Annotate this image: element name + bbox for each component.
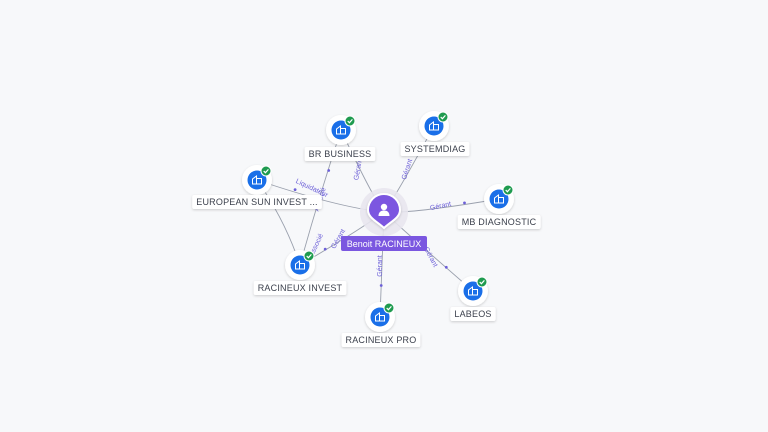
person-node[interactable]: Benoit RACINEUX (341, 188, 427, 251)
verified-check-icon (303, 250, 315, 262)
person-name-badge (341, 236, 427, 251)
company-label-bg (400, 142, 470, 156)
edge-arrow (379, 284, 383, 287)
building-icon (375, 312, 385, 322)
edge-label: Gérant (401, 158, 414, 181)
verified-check-icon (344, 115, 356, 127)
person-icon (378, 203, 390, 216)
company-name: SYSTEMDIAG (404, 144, 465, 154)
edge-arrow (463, 201, 466, 205)
company-label-bg (457, 215, 541, 229)
verified-check-icon (260, 165, 272, 177)
building-icon (429, 121, 439, 131)
building-icon (252, 175, 262, 185)
building-icon (295, 260, 305, 270)
verified-check-icon (502, 184, 514, 196)
company-label-bg (253, 281, 347, 295)
edge-arrow (327, 169, 331, 172)
edge-label: Gérant (429, 201, 451, 212)
company-node-racineux-invest[interactable]: RACINEUX INVEST (253, 250, 347, 295)
verified-check-icon (437, 111, 449, 123)
company-node-labeos[interactable]: LABEOS (450, 276, 496, 321)
edge-label: Gérant (353, 159, 364, 181)
person-name: Benoit RACINEUX (347, 239, 422, 249)
verified-check-icon (476, 276, 488, 288)
company-node-mb-diagnostic[interactable]: MB DIAGNOSTIC (457, 184, 541, 229)
building-icon (468, 286, 478, 296)
company-name: LABEOS (454, 309, 491, 319)
company-node-racineux-pro[interactable]: RACINEUX PRO (341, 302, 421, 347)
edge-label: Gérant (377, 255, 384, 276)
company-name: EUROPEAN SUN INVEST ... (196, 197, 317, 207)
edge-arrow (293, 188, 297, 192)
verified-check-icon (383, 302, 395, 314)
company-name: RACINEUX INVEST (258, 283, 343, 293)
nodes-layer: BR BUSINESS SYSTEMDIAG MB DIAGNOSTIC LABEOS… (192, 111, 541, 347)
company-label-bg (450, 307, 496, 321)
company-label-bg (341, 333, 421, 347)
company-node-systemdiag[interactable]: SYSTEMDIAG (400, 111, 470, 156)
company-name: BR BUSINESS (309, 149, 372, 159)
edge-arrow (444, 265, 448, 269)
company-label-bg (192, 195, 322, 209)
edge-arrow (323, 247, 327, 251)
building-icon (336, 125, 346, 135)
company-node-european-sun-invest[interactable]: EUROPEAN SUN INVEST ... (192, 165, 322, 209)
company-name: MB DIAGNOSTIC (462, 217, 537, 227)
building-icon (494, 194, 504, 204)
company-node-br-business[interactable]: BR BUSINESS (304, 115, 376, 161)
company-name: RACINEUX PRO (346, 335, 417, 345)
company-label-bg (304, 147, 376, 161)
